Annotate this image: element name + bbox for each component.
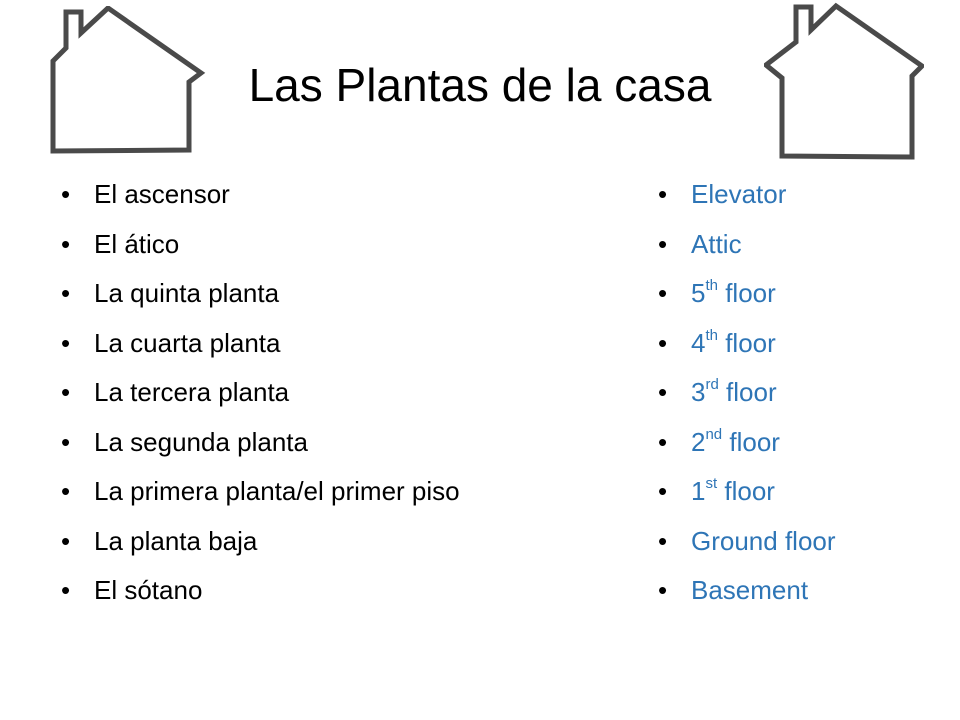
ordinal-suffix: st [705,475,718,493]
list-item: 3rd floor [658,374,836,424]
item-number: 2 [691,426,706,457]
list-item: La cuarta planta [61,325,460,375]
item-number: 3 [691,377,706,407]
list-item: 4th floor [658,325,836,375]
list-item: Attic [658,226,836,276]
list-item: La tercera planta [61,374,460,424]
item-text: floor [718,377,777,407]
item-text: Attic [691,228,742,259]
list-item: El sótano [61,572,460,622]
house-outline-icon [50,6,206,154]
item-text: Basement [691,575,809,605]
item-number: 1 [691,476,706,506]
list-item: Basement [658,572,836,622]
list-item: El ascensor [61,176,460,226]
list-item: La segunda planta [61,424,460,474]
item-text: floor [722,426,780,457]
item-text: floor [717,278,776,308]
house-outline-icon [764,2,924,160]
item-number: 5 [691,278,706,308]
list-item: Elevator [658,176,836,226]
item-text: floor [717,327,776,358]
item-text: Elevator [691,179,787,209]
list-item: La primera planta/el primer piso [61,473,460,523]
item-text: floor [717,476,775,506]
ordinal-suffix: th [705,277,718,295]
spanish-vocabulary-list: El ascensor El ático La quinta planta La… [61,176,460,622]
list-item: El ático [61,226,460,276]
slide-title: Las Plantas de la casa [248,59,712,111]
list-item: Ground floor [658,523,836,573]
list-item: La quinta planta [61,275,460,325]
list-item: 5th floor [658,275,836,325]
list-item: 1st floor [658,473,836,523]
ordinal-suffix: th [705,326,718,344]
item-number: 4 [691,327,706,358]
list-item: 2nd floor [658,424,836,474]
ordinal-suffix: rd [705,376,719,394]
english-translation-list: Elevator Attic 5th floor 4th floor 3rd f… [658,176,836,622]
item-text: Ground floor [691,525,836,556]
ordinal-suffix: nd [705,425,723,443]
list-item: La planta baja [61,523,460,573]
